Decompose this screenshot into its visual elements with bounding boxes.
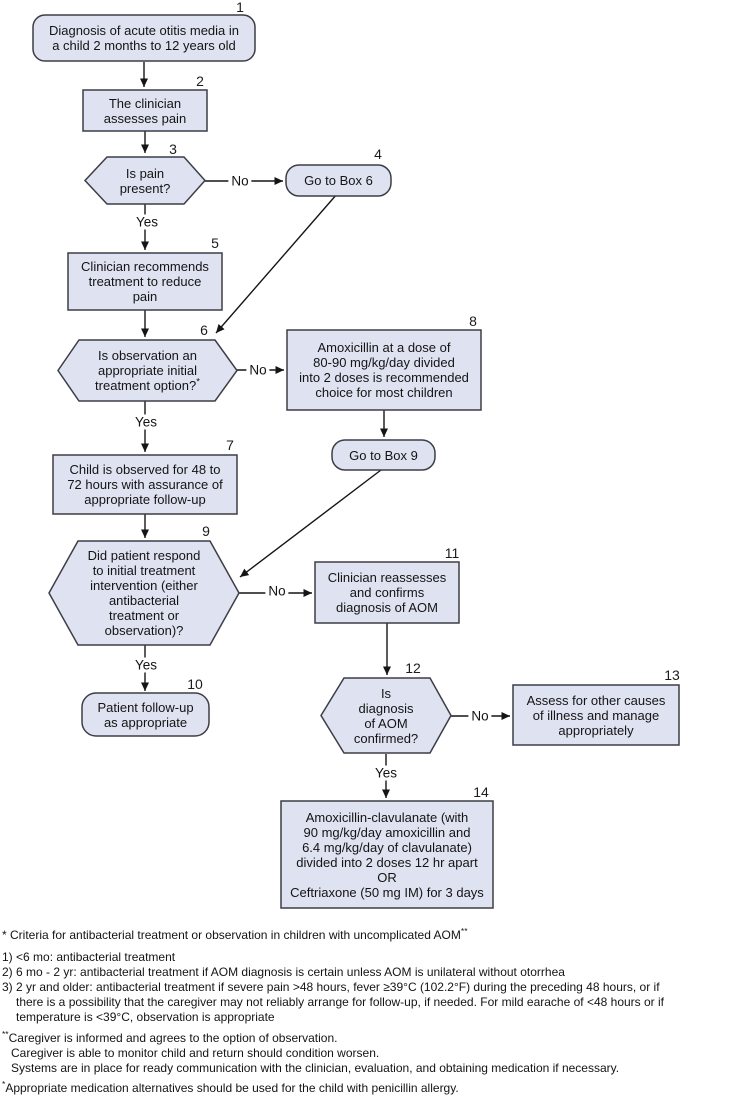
node-13-shape: [512, 684, 680, 746]
footnote-item-3: 3) 2 yr and older: antibacterial treatme…: [2, 980, 664, 1024]
edge-label-no-6: No: [246, 362, 270, 378]
node-8-label: Amoxicillin at a dose of 80-90 mg/kg/day…: [299, 340, 469, 400]
node-11-label: Clinician reassesses and confirms diagno…: [327, 570, 447, 615]
node-12-label: Is diagnosis of AOM confirmed?: [353, 685, 419, 746]
footnote-criteria-items: 1) <6 mo: antibacterial treatment 2) 6 m…: [2, 950, 735, 1025]
node-14-number: 14: [473, 784, 489, 800]
footnotes: * Criteria for antibacterial treatment o…: [2, 926, 735, 1096]
node-3-shape: [83, 156, 207, 205]
node-7-label: Child is observed for 48 to 72 hours wit…: [67, 462, 223, 507]
node-13-number: 13: [664, 667, 680, 683]
node-1-shape: [32, 14, 256, 62]
node-2-shape: [82, 89, 208, 132]
footnote-allergy-marker: *: [2, 1079, 6, 1089]
footnote-caregiver: **Caregiver is informed and agrees to th…: [2, 1029, 620, 1075]
node-10-number: 10: [187, 676, 203, 692]
node-12-number: 12: [405, 660, 421, 676]
node-14-shape: [280, 800, 494, 909]
node-10-shape: [81, 692, 210, 737]
node-7-shape: [52, 454, 238, 515]
edge-label-no-12: No: [468, 708, 492, 724]
node-2-label: The clinician assesses pain: [103, 95, 187, 126]
edge-4-6-diagonal: [215, 193, 338, 334]
edge-label-yes-12: Yes: [371, 765, 401, 781]
node-5-label: Clinician recommends treatment to reduce…: [81, 259, 209, 304]
node-6-number: 6: [200, 322, 208, 338]
node-4-number: 4: [374, 146, 382, 162]
footnote-criteria: * Criteria for antibacterial treatment o…: [2, 926, 468, 942]
node-11-number: 11: [444, 545, 460, 561]
edge-label-yes-3: Yes: [132, 214, 162, 230]
edge-label-no-3: No: [228, 173, 252, 189]
node-goto9-shape: [331, 439, 436, 471]
node-8-shape: [286, 329, 482, 411]
footnote-allergy: *Appropriate medication alternatives sho…: [2, 1079, 459, 1095]
node-9-number: 9: [202, 523, 210, 539]
node-6-footnote-marker: *: [196, 376, 200, 388]
node-1-number: 1: [236, 0, 244, 15]
node-9-shape: [48, 540, 240, 646]
node-6-label: Is observation an appropriate initial tr…: [95, 348, 200, 393]
node-9-label: Did patient respond to initial treatment…: [87, 548, 201, 638]
node-4-shape: [285, 164, 392, 197]
node-8-number: 8: [469, 313, 477, 329]
edge-goto9-9-diagonal: [239, 469, 382, 578]
node-3-number: 3: [169, 141, 177, 157]
node-14-label: Amoxicillin-clavulanate (with 90 mg/kg/d…: [290, 809, 484, 900]
node-10-label: Patient follow-up as appropriate: [97, 699, 194, 730]
node-goto9-label: Go to Box 9: [349, 447, 418, 463]
node-5-shape: [67, 252, 223, 311]
node-2-number: 2: [196, 73, 204, 89]
footnote-caregiver-marker: **: [2, 1029, 9, 1039]
node-6-shape: [57, 339, 238, 402]
edge-label-yes-9: Yes: [131, 657, 161, 673]
edge-label-yes-6: Yes: [131, 414, 161, 430]
node-11-shape: [314, 561, 460, 624]
footnote-item-1: 1) <6 mo: antibacterial treatment: [2, 950, 176, 964]
node-4-label: Go to Box 6: [304, 173, 373, 188]
footnote-item-2: 2) 6 mo - 2 yr: antibacterial treatment …: [2, 965, 565, 979]
edge-label-no-9: No: [265, 583, 289, 599]
node-1-label: Diagnosis of acute otitis media in a chi…: [48, 23, 240, 53]
node-7-number: 7: [226, 437, 234, 453]
footnote-criteria-marker: **: [460, 926, 468, 936]
node-13-label: Assess for other causes of illness and m…: [526, 692, 666, 738]
node-12-shape: [320, 677, 452, 754]
node-3-label: Is pain present?: [119, 165, 171, 196]
node-5-number: 5: [211, 235, 219, 251]
